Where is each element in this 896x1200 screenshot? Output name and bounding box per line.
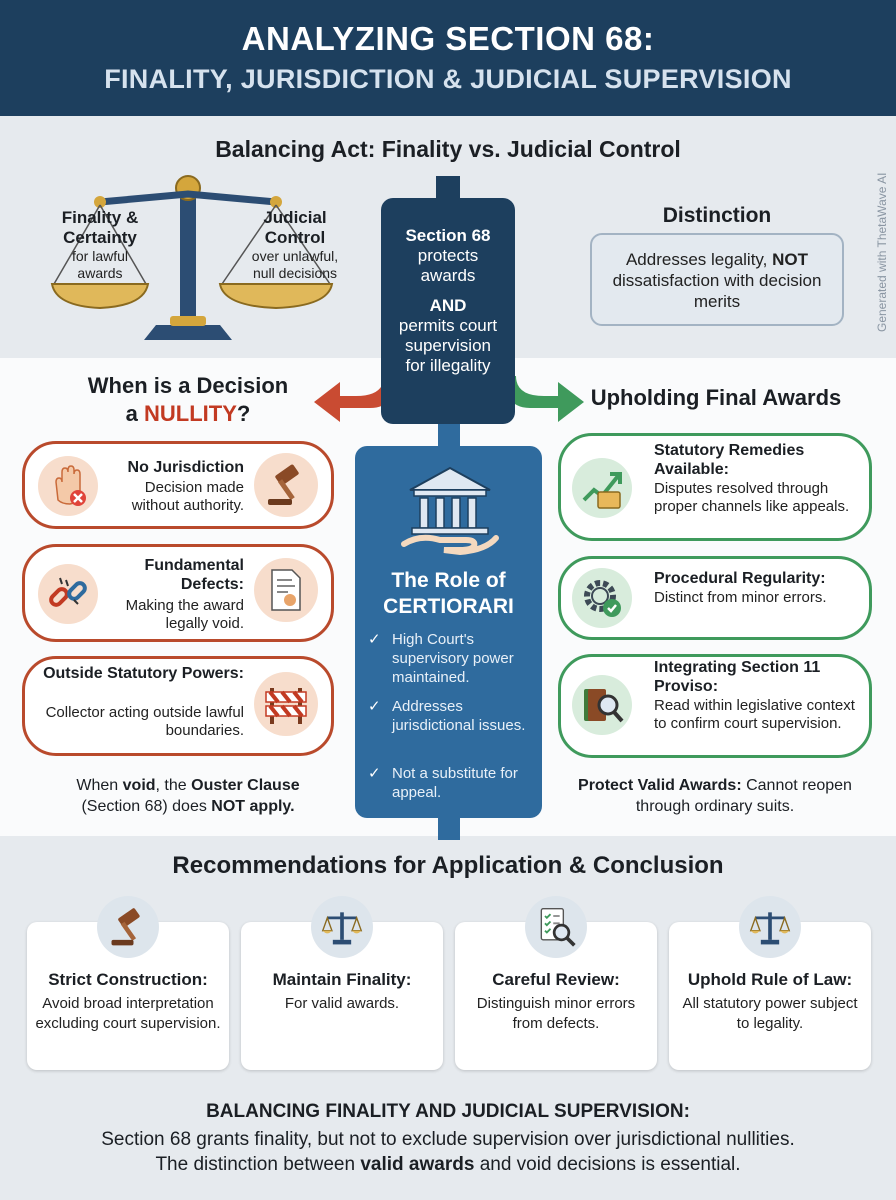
book-magnifier-icon	[572, 675, 632, 735]
certiorari-title: The Role of CERTIORARI	[383, 569, 514, 618]
distinction-not: NOT	[772, 250, 809, 269]
judicial-control-label: Judicial Control	[263, 208, 327, 247]
conclusion-line2-a: The distinction between	[155, 1154, 356, 1175]
distinction-title: Distinction	[662, 204, 772, 227]
section-68-label: Section 68	[405, 226, 491, 245]
certiorari-item: ✓Not a substitute for appeal.	[368, 764, 538, 804]
page-subtitle: FINALITY, JURISDICTION & JUDICIAL SUPERV…	[104, 64, 792, 94]
statutory-remedies-card	[558, 433, 872, 541]
scales-icon	[311, 896, 373, 958]
gavel-icon	[97, 896, 159, 958]
recommendation-text: Distinguish minor errors from defects.	[476, 995, 636, 1032]
nullity-title-a: When is a Decision	[87, 373, 289, 398]
recommendation-title: Careful Review:	[492, 970, 620, 989]
fundamental-defects-title: Fundamental Defects:	[144, 557, 244, 593]
recommendation-text: Avoid broad interpretation excluding cou…	[35, 995, 221, 1032]
void-note-b: void	[122, 777, 156, 794]
section-11-title: Integrating Section 11 Proviso:	[654, 659, 821, 695]
certiorari-item: ✓High Court's supervisory power maintain…	[368, 630, 538, 690]
statutory-remedies-text: Disputes resolved through proper channel…	[654, 480, 850, 515]
conclusion-line2-c: and void decisions is essential.	[479, 1154, 741, 1175]
document-seal-icon	[254, 558, 318, 622]
conclusion-text: Section 68 grants finality, but not to e…	[0, 1127, 896, 1177]
section-68-box: Section 68 protects awards AND permits c…	[381, 198, 515, 424]
protect-note: Protect Valid Awards: Cannot reopen thro…	[570, 775, 860, 817]
balance-title: Balancing Act: Finality vs. Judicial Con…	[215, 136, 681, 162]
void-note-a: When	[76, 777, 119, 794]
recommendations-title: Recommendations for Application & Conclu…	[172, 852, 724, 879]
judicial-control-sub: over unlawful, null decisions	[251, 248, 339, 281]
void-note-d: Ouster Clause	[191, 777, 300, 794]
watermark: Generated with ThetaWave AI	[875, 173, 889, 332]
recommendation-title: Uphold Rule of Law:	[687, 970, 853, 989]
section-11-text: Read within legislative context to confi…	[654, 697, 855, 732]
nullity-title-b: a	[125, 401, 138, 426]
certiorari-item-text: Addresses jurisdictional issues.	[392, 698, 526, 734]
certiorari-panel	[355, 446, 542, 818]
no-jurisdiction-text: Decision made without authority.	[131, 479, 244, 514]
gear-check-icon	[572, 568, 632, 628]
recommendation-card: Strict Construction: Avoid broad interpr…	[27, 922, 229, 1070]
conclusion-line1: Section 68 grants finality, but not to e…	[101, 1129, 795, 1150]
certiorari-item-text: High Court's supervisory power maintaine…	[392, 631, 514, 686]
growth-folder-icon	[572, 458, 632, 518]
statutory-remedies-title: Statutory Remedies Available:	[654, 442, 805, 478]
distinction-text-c: dissatisfaction with decision merits	[612, 271, 822, 311]
certiorari-item-text: Not a substitute for appeal.	[392, 765, 518, 801]
conclusion-title: BALANCING FINALITY AND JUDICIAL SUPERVIS…	[206, 1101, 690, 1122]
procedural-regularity-text: Distinct from minor errors.	[654, 589, 827, 606]
distinction-text-a: Addresses legality,	[625, 250, 768, 269]
outside-powers-title: Outside Statutory Powers:	[43, 665, 244, 682]
distinction-box: Addresses legality, NOT dissatisfaction …	[590, 233, 844, 326]
section-68-protects: protects awards	[417, 246, 479, 285]
nullity-title-d: ?	[236, 401, 251, 426]
recommendation-text: For valid awards.	[284, 995, 400, 1012]
cert-connector	[438, 814, 460, 840]
procedural-regularity-title: Procedural Regularity:	[654, 570, 826, 587]
section-68-and: AND	[429, 296, 467, 315]
void-note: When void, the Ouster Clause (Section 68…	[40, 775, 336, 817]
nullity-title: When is a Decision a NULLITY?	[40, 372, 336, 428]
conclusion-line2-b: valid awards	[360, 1154, 475, 1175]
courthouse-hand-icon	[401, 466, 499, 556]
finality-label: Finality & Certainty	[61, 208, 139, 247]
gavel-icon	[254, 453, 318, 517]
outside-powers-text: Collector acting outside lawful boundari…	[45, 704, 244, 739]
barrier-icon	[254, 672, 318, 736]
section-68-permits: permits court supervision for illegality	[398, 316, 498, 375]
void-note-f: NOT apply.	[211, 798, 295, 815]
nullity-word: NULLITY	[144, 401, 237, 426]
broken-chain-icon	[38, 564, 98, 624]
recommendation-title: Maintain Finality:	[272, 970, 412, 989]
scales-icon	[50, 175, 334, 340]
fundamental-defects-text: Making the award legally void.	[125, 597, 244, 632]
page-title: ANALYZING SECTION 68:	[241, 20, 655, 57]
certiorari-item: ✓Addresses jurisdictional issues.	[368, 697, 538, 757]
scales-icon	[739, 896, 801, 958]
void-note-c: , the	[155, 777, 187, 794]
void-note-e: (Section 68) does	[81, 798, 207, 815]
protect-note-b: Cannot reopen through ordinary suits.	[635, 777, 852, 815]
watermark-text: Generated with ThetaWave AI	[875, 173, 889, 332]
recommendation-text: All statutory power subject to legality.	[682, 995, 858, 1032]
hand-stop-icon	[38, 456, 98, 516]
protect-note-a: Protect Valid Awards:	[578, 777, 742, 794]
header-banner: ANALYZING SECTION 68: FINALITY, JURISDIC…	[0, 0, 896, 116]
finality-sub: for lawful awards	[71, 248, 129, 281]
upholding-title: Upholding Final Awards	[590, 385, 842, 410]
recommendation-title: Strict Construction:	[48, 970, 208, 989]
no-jurisdiction-title: No Jurisdiction	[127, 459, 244, 476]
checklist-magnifier-icon	[525, 896, 587, 958]
